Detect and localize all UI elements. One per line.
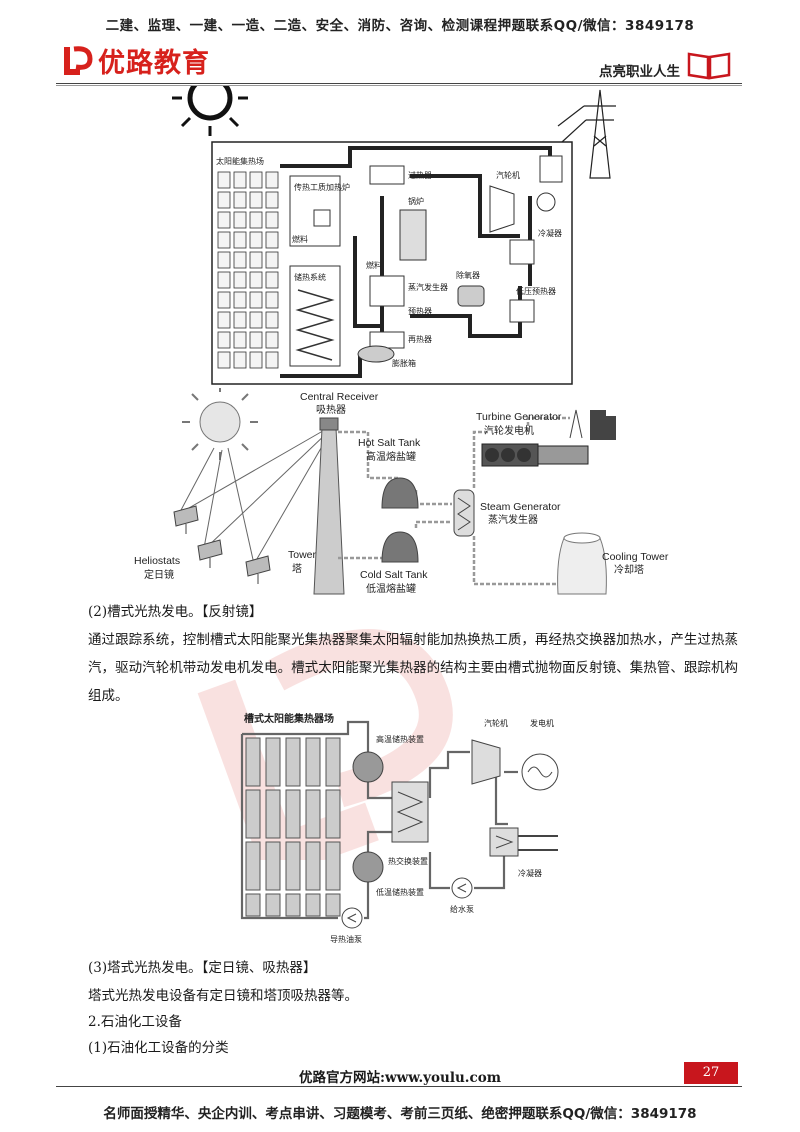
preheater-label: 预热器 [408, 306, 432, 316]
heliostat-icons [173, 505, 271, 584]
solar-field-plant-diagram: 太阳能集热场 传热工质加热炉 燃料 储热系统 过热器 锅炉 燃料 蒸汽发生器 预… [172, 86, 616, 385]
sun-rays-icon [182, 388, 258, 460]
cooling-tower-icon [557, 537, 607, 595]
tower-paragraph: 塔式光热发电设备有定日镜和塔顶吸热器等。 [88, 988, 358, 1004]
cold-tank-cn-label: 低温熔盐罐 [366, 582, 416, 595]
sun-icon [172, 86, 248, 136]
header-rule [56, 83, 742, 84]
turbine-generator-en-label: Turbine Generator [476, 411, 562, 423]
boiler-label: 锅炉 [408, 196, 424, 206]
bottom-contact-banner: 名师面授精华、央企内训、考点串讲、习题模考、考前三页纸、绝密押题联系QQ/微信：… [103, 1106, 697, 1122]
trough-heading: (2)槽式光热发电。【反射镜】 [88, 604, 263, 620]
turbine-label: 汽轮机 [484, 718, 508, 728]
heliostats-cn-label: 定日镜 [144, 568, 174, 581]
petro-subheading: (1)石油化工设备的分类 [88, 1040, 229, 1056]
fuel-mid-label: 燃料 [366, 260, 382, 270]
top-contact-banner: 二建、监理、一建、一造、二造、安全、消防、咨询、检测课程押题联系QQ/微信：38… [105, 18, 695, 34]
storage-system-label: 储热系统 [294, 272, 326, 282]
header-tagline: 点亮职业人生 [599, 64, 680, 80]
central-receiver-en-label: Central Receiver [300, 391, 379, 403]
turbine-generator-cn-label: 汽轮发电机 [484, 424, 534, 437]
steam-generator-label: 蒸汽发生器 [408, 282, 448, 292]
tower-solar-diagram: Heliostats 定日镜 Central Receiver 吸热器 Towe… [134, 388, 669, 595]
lp-heater-label: 低压预热器 [516, 286, 556, 296]
open-book-icon [687, 52, 731, 80]
expansion-tank-label: 膨胀箱 [392, 358, 416, 368]
turbine-label: 汽轮机 [496, 170, 520, 180]
tower-heading: (3)塔式光热发电。【定日镜、吸热器】 [88, 960, 317, 976]
collector-array [217, 171, 279, 369]
cooling-tower-en-label: Cooling Tower [602, 551, 669, 563]
footer-website: 优路官方网站:www.youlu.com [298, 1070, 501, 1086]
trough-field-label: 槽式太阳能集热器场 [244, 712, 334, 725]
steam-generator-cn-label: 蒸汽发生器 [488, 513, 538, 526]
condenser-label: 冷凝器 [538, 228, 562, 238]
fuel-left-label: 燃料 [292, 234, 308, 244]
power-pylon-icon [557, 89, 616, 179]
petro-heading: 2.石油化工设备 [88, 1014, 182, 1030]
building-pylon-icon [569, 409, 616, 440]
turbine-generator-icon [481, 443, 589, 467]
hot-storage-label: 高温储热装置 [376, 734, 424, 744]
header-rule-thin [56, 85, 742, 86]
cold-tank-en-label: Cold Salt Tank [360, 569, 428, 581]
tower-en-label: Tower [288, 549, 317, 561]
generator-label: 发电机 [530, 718, 554, 728]
condenser-label: 冷凝器 [518, 868, 542, 878]
hot-tank-cn-label: 高温熔盐罐 [366, 450, 416, 463]
reheater-label: 再热器 [408, 334, 432, 344]
steam-generator-en-label: Steam Generator [480, 501, 561, 513]
deaerator-label: 除氧器 [456, 270, 480, 280]
logo-mark-icon [64, 46, 93, 75]
heliostats-en-label: Heliostats [134, 555, 180, 567]
cooling-tower-cn-label: 冷却塔 [614, 563, 644, 576]
logo-text: 优路教育 [98, 47, 210, 79]
trough-collector-array [245, 737, 341, 917]
superheater-label: 过热器 [408, 170, 432, 180]
heat-transfer-furnace-label: 传热工质加热炉 [294, 182, 350, 192]
feed-pump-label: 给水泵 [450, 904, 474, 914]
trough-system-diagram: 槽式太阳能集热器场 高温储热装置 热交换装置 低温储热装置 汽轮机 发电机 冷凝… [240, 712, 559, 944]
brand-logo: 优路教育 [60, 40, 210, 80]
cold-storage-label: 低温储热装置 [376, 887, 424, 897]
heat-exchanger-label: 热交换装置 [388, 856, 428, 866]
footer-rule [56, 1086, 742, 1087]
central-receiver-cn-label: 吸热器 [316, 403, 346, 416]
oil-pump-label: 导热油泵 [330, 934, 362, 944]
tower-cn-label: 塔 [292, 562, 302, 575]
solar-field-label: 太阳能集热场 [216, 156, 264, 166]
trough-paragraph: 通过跟踪系统，控制槽式太阳能聚光集热器聚集太阳辐射能加热换热工质，再经热交换器加… [88, 632, 738, 704]
hot-tank-en-label: Hot Salt Tank [358, 437, 421, 449]
page-number: 27 [684, 1062, 738, 1084]
